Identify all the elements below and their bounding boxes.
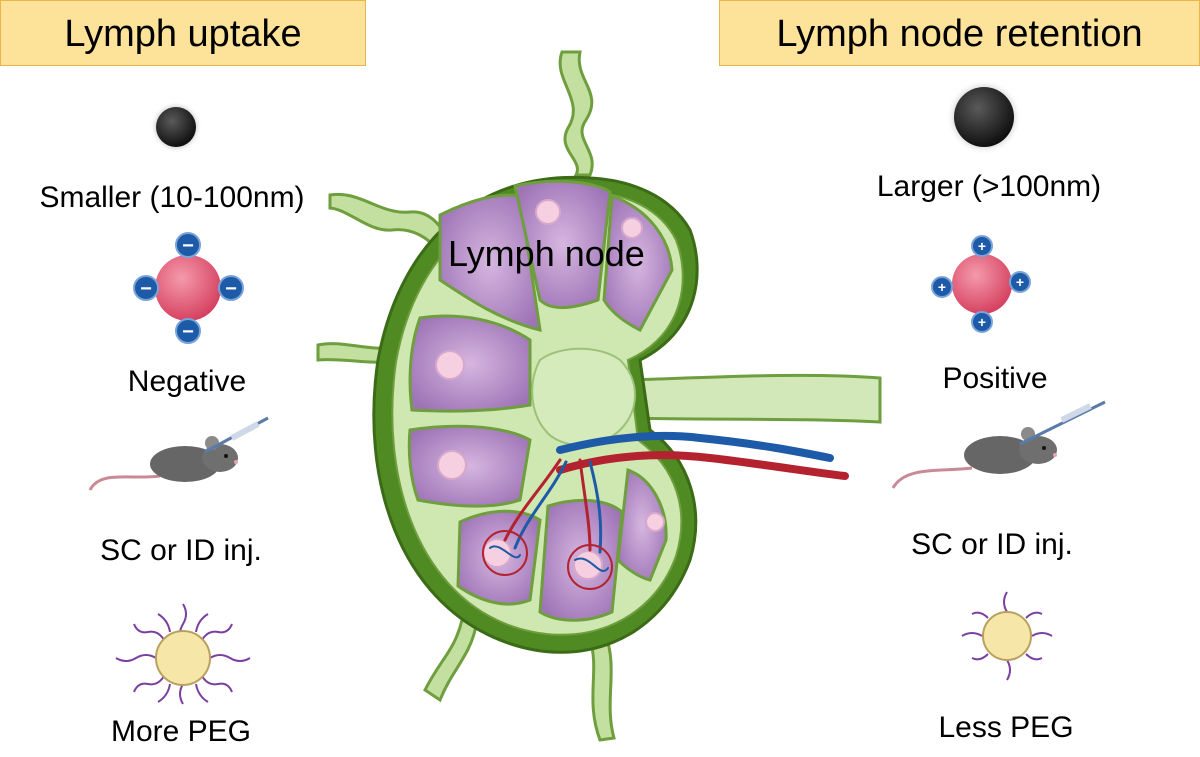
svg-text:−: − [182,321,194,343]
svg-text:−: − [140,278,152,300]
peg-nanoparticle-more-icon [115,603,251,705]
lymph-uptake-banner: Lymph uptake [0,0,366,66]
efferent-lymphatic-vessel [628,373,882,424]
right-peg-label: Less PEG [938,711,1074,744]
large-nanoparticle-icon [946,79,1022,155]
peg-nanoparticle-less-icon [961,591,1053,681]
positive-charged-particle-icon: + + + + [931,235,1031,333]
svg-text:+: + [938,279,946,295]
mouse-injection-icon-right [891,400,1106,489]
left-peg-label: More PEG [110,715,252,748]
lymph-node-title: Lymph node [448,233,645,274]
blood-vessels [482,431,849,590]
medulla [531,347,636,446]
right-charge-label: Positive [942,362,1048,395]
lymph-uptake-title: Lymph uptake [64,13,302,55]
svg-text:+: + [978,238,986,254]
lymph-node-retention-title: Lymph node retention [776,13,1143,55]
right-size-label: Larger (>100nm) [876,170,1102,203]
lymph-node-retention-banner: Lymph node retention [719,0,1200,66]
right-injection-label: SC or ID inj. [911,528,1073,561]
svg-text:−: − [225,278,237,300]
svg-text:+: + [978,314,986,330]
vein [556,431,834,462]
left-charge-label: Negative [127,365,247,398]
afferent-lymphatic-vessels [316,50,616,742]
lymph-node [316,50,882,742]
artery [556,451,849,480]
germinal-centers [435,199,665,580]
left-size-label: Smaller (10-100nm) [39,181,305,214]
left-injection-label: SC or ID inj. [100,534,262,567]
svg-text:−: − [182,235,194,257]
negative-charged-particle-icon: − − − − [133,232,244,344]
small-nanoparticle-icon [150,101,202,153]
svg-text:+: + [1016,274,1024,290]
mouse-injection-icon-left [88,416,269,491]
